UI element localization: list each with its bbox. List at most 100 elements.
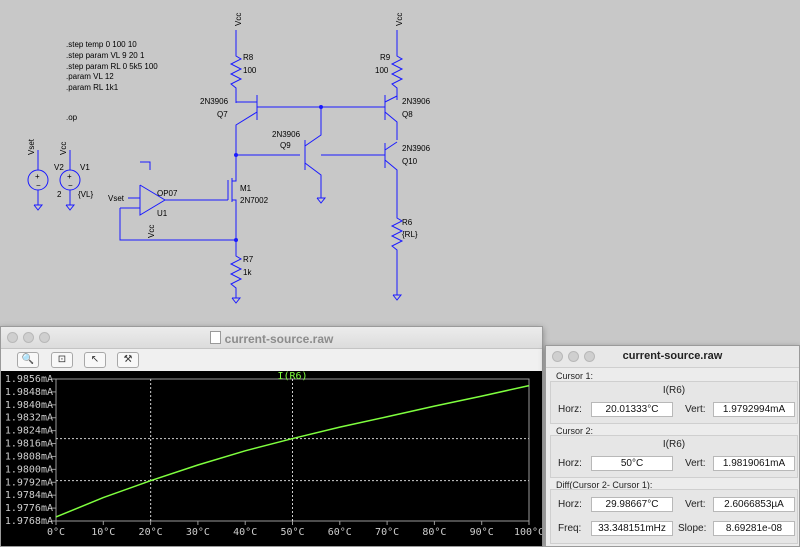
v2-source-minus: − xyxy=(36,181,41,190)
diff-horz-field[interactable]: 29.98667°C xyxy=(591,497,673,512)
x-tick-label: 80°C xyxy=(422,527,446,538)
v2-source-plus: + xyxy=(35,172,40,181)
opamp-vcc-wire xyxy=(140,161,151,170)
diff-group: Horz: 29.98667°C Vert: 2.6066853µA Freq:… xyxy=(550,489,798,544)
q7-label: Q7 xyxy=(217,110,228,119)
diff-slope-label: Slope: xyxy=(678,523,707,534)
y-tick-label: 1.9768mA xyxy=(5,516,53,527)
cursor-window[interactable]: current-source.raw Cursor 1: I(R6) Horz:… xyxy=(545,345,800,547)
hammer-tool-button[interactable]: ⚒ xyxy=(117,352,139,368)
ground-symbol xyxy=(33,204,44,211)
waveform-plot[interactable]: I(R6) 1.9856mA 1.9848mA 1.9840mA 1.9832mA 1.9… xyxy=(1,371,542,547)
cursor-icon: ↖ xyxy=(90,354,100,365)
opamp-u1 xyxy=(139,184,166,216)
diff-horz-label: Horz: xyxy=(558,499,582,510)
v2-value: 2 xyxy=(57,190,62,199)
y-tick-label: 1.9792mA xyxy=(5,477,53,488)
r8-value: 100 xyxy=(243,66,257,75)
ground-symbol xyxy=(392,294,403,301)
spice-directive-1: .step param VL 9 20 1 xyxy=(66,51,145,60)
v2-label: V2 xyxy=(54,163,64,172)
zoom-button[interactable] xyxy=(39,332,50,343)
document-icon xyxy=(209,331,221,344)
cursor-minimize-button[interactable] xyxy=(568,351,579,362)
u1-label: U1 xyxy=(157,209,168,218)
minimize-button[interactable] xyxy=(23,332,34,343)
x-tick-label: 20°C xyxy=(139,527,163,538)
cursor1-horz-label: Horz: xyxy=(558,404,582,415)
q10-model: 2N3906 xyxy=(402,144,431,153)
wire xyxy=(384,95,398,103)
cursor-titlebar[interactable]: current-source.raw xyxy=(546,346,799,368)
q10-collector xyxy=(384,159,398,212)
x-tick-label: 60°C xyxy=(328,527,352,538)
r7-value: 1k xyxy=(243,268,252,277)
cursor2-label: Cursor 2: xyxy=(556,426,594,436)
m1-label: M1 xyxy=(240,184,252,193)
q8-collector xyxy=(384,111,398,140)
v1-value: {VL} xyxy=(78,190,93,199)
v1-source-minus: − xyxy=(68,181,73,190)
r6-resistor xyxy=(390,212,404,256)
opamp-vset-label: Vset xyxy=(108,194,125,203)
y-tick-label: 1.9848mA xyxy=(5,387,53,398)
autorange-tool-button[interactable]: ⊡ xyxy=(51,352,73,368)
y-tick-label: 1.9776mA xyxy=(5,503,53,514)
cursor2-horz-label: Horz: xyxy=(558,458,582,469)
cursor-close-button[interactable] xyxy=(552,351,563,362)
diff-freq-field[interactable]: 33.348151mHz xyxy=(591,521,673,536)
q10-label: Q10 xyxy=(402,157,418,166)
y-tick-label: 1.9816mA xyxy=(5,439,53,450)
cursor1-trace: I(R6) xyxy=(662,385,686,396)
m1-model: 2N7002 xyxy=(240,196,269,205)
y-tick-label: 1.9840mA xyxy=(5,400,53,411)
q7-collector xyxy=(235,111,258,155)
zoom-icon: 🔍 xyxy=(21,354,35,365)
r9-label: R9 xyxy=(380,53,391,62)
x-tick-label: 40°C xyxy=(233,527,257,538)
q9-model: 2N3906 xyxy=(272,130,301,139)
wire xyxy=(384,141,398,151)
waveform-window-title: current-source.raw xyxy=(1,331,542,346)
y-tick-label: 1.9824mA xyxy=(5,426,53,437)
ground-symbol xyxy=(316,197,327,204)
ground-symbol xyxy=(231,297,242,304)
cursor-tool-button[interactable]: ↖ xyxy=(84,352,106,368)
r7-resistor xyxy=(229,250,243,294)
cursor2-vert-field[interactable]: 1.9819061mA xyxy=(713,456,795,471)
y-tick-label: 1.9856mA xyxy=(5,374,53,385)
waveform-titlebar[interactable]: current-source.raw xyxy=(1,327,542,349)
waveform-window[interactable]: current-source.raw 🔍 ⊡ ↖ ⚒ I(R6) 1.9856mA… xyxy=(0,326,543,547)
v1-source-plus: + xyxy=(67,172,72,181)
v2-net-label: Vset xyxy=(27,138,36,155)
cursor2-horz-field[interactable]: 50°C xyxy=(591,456,673,471)
v1-net-label: Vcc xyxy=(59,142,68,155)
diff-vert-field[interactable]: 2.6066853µA xyxy=(713,497,795,512)
q8-model: 2N3906 xyxy=(402,97,431,106)
zoom-tool-button[interactable]: 🔍 xyxy=(17,352,39,368)
y-tick-label: 1.9832mA xyxy=(5,413,53,424)
autorange-icon: ⊡ xyxy=(57,354,67,365)
r7-label: R7 xyxy=(243,255,254,264)
v1-label: V1 xyxy=(80,163,90,172)
x-tick-label: 50°C xyxy=(280,527,304,538)
wire xyxy=(232,180,237,182)
close-button[interactable] xyxy=(7,332,18,343)
cursor1-vert-field[interactable]: 1.9792994mA xyxy=(713,402,795,417)
x-tick-label: 30°C xyxy=(186,527,210,538)
cursor-window-title: current-source.raw xyxy=(622,350,723,362)
trace-label: I(R6) xyxy=(277,371,307,382)
cursor1-horz-field[interactable]: 20.01333°C xyxy=(591,402,673,417)
x-tick-label: 90°C xyxy=(470,527,494,538)
feedback-wire xyxy=(119,208,236,241)
hammer-icon: ⚒ xyxy=(123,354,133,365)
spice-directive-4: .param RL 1k1 xyxy=(66,83,119,92)
diff-slope-field[interactable]: 8.69281e-08 xyxy=(713,521,795,536)
cursor1-group: I(R6) Horz: 20.01333°C Vert: 1.9792994mA xyxy=(550,381,798,424)
ground-symbol xyxy=(65,204,76,211)
series-line-ir6 xyxy=(55,384,530,518)
diff-freq-label: Freq: xyxy=(558,523,582,534)
cursor-zoom-button[interactable] xyxy=(584,351,595,362)
wire xyxy=(232,199,237,240)
